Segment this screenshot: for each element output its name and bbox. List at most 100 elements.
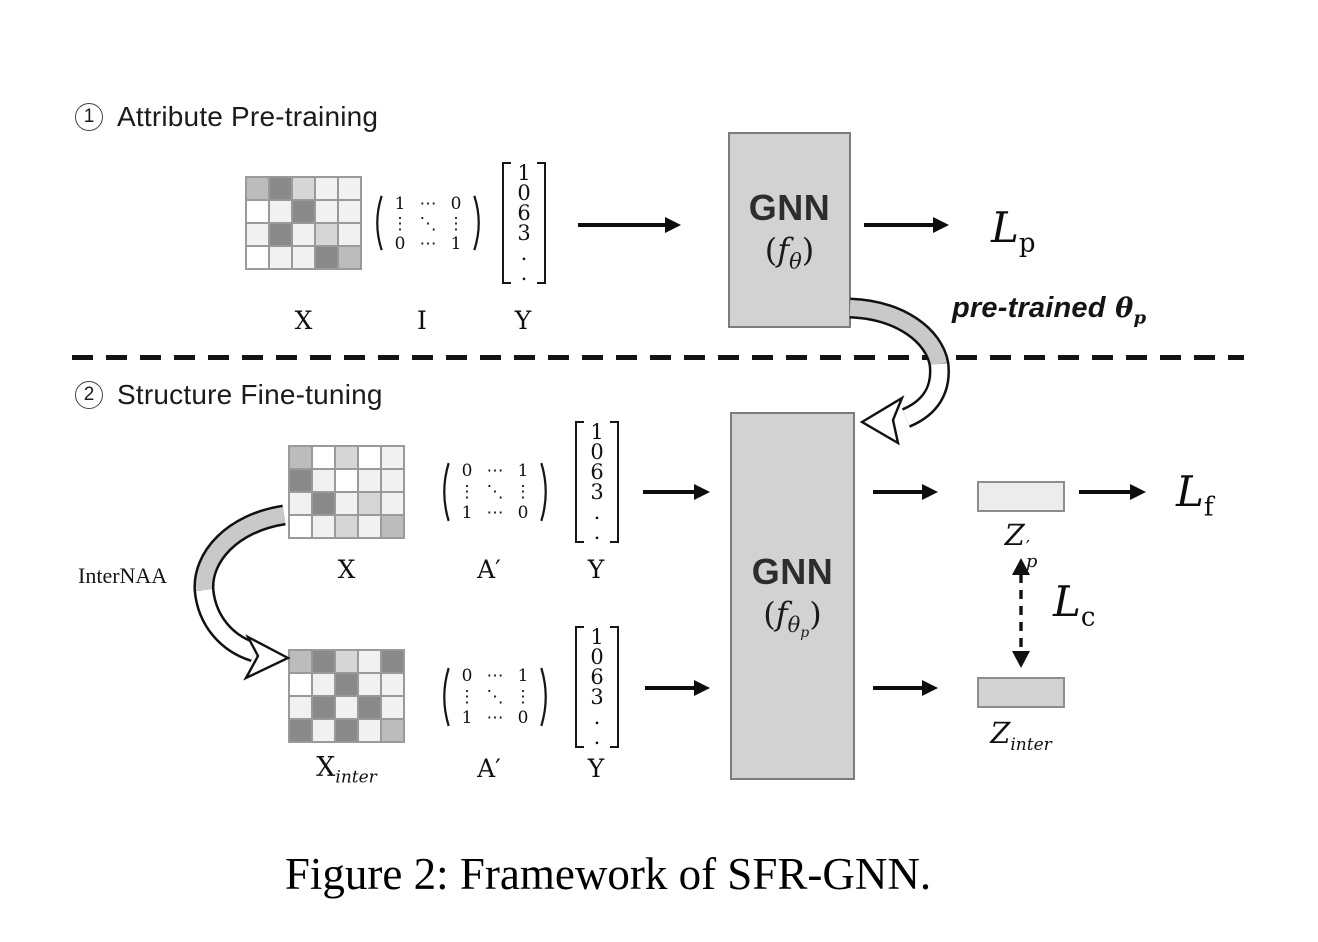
- label-y-finetune-2: Y: [587, 754, 605, 783]
- section-1-title: Attribute Pre-training: [117, 101, 379, 132]
- matrix-cell: [316, 201, 337, 222]
- label-y-finetune-1: Y: [587, 555, 605, 584]
- matrix-cell: [359, 674, 380, 695]
- matrix-cell: [293, 201, 314, 222]
- right-bracket-icon: [610, 626, 619, 748]
- arrow-input-finetune-1: [643, 490, 695, 494]
- matrix-cell: [247, 201, 268, 222]
- vector-entry: 0: [517, 180, 531, 205]
- matrix-cell: [382, 720, 403, 741]
- matrix-cell: [359, 651, 380, 672]
- matrix-cell: [336, 697, 357, 718]
- matrix-cell: [382, 493, 403, 514]
- matrix-cell: [336, 720, 357, 741]
- matrix-entry: ⋱: [419, 214, 437, 234]
- label-x-finetune: X: [337, 555, 356, 584]
- matrix-cell: [339, 224, 360, 245]
- matrix-entry: ⋮: [514, 481, 532, 502]
- gnn-formula-finetune: (fθp): [763, 594, 822, 642]
- matrix-cell: [247, 247, 268, 268]
- matrix-cell: [313, 470, 334, 491]
- matrix-cell: [290, 447, 311, 468]
- left-bracket-icon: [502, 162, 511, 284]
- section-2-badge: 2: [75, 381, 103, 409]
- matrix-cell: [382, 651, 403, 672]
- matrix-cell: [293, 178, 314, 199]
- right-paren-icon: [540, 462, 547, 522]
- matrix-entry: 0: [461, 666, 473, 687]
- matrix-cell: [336, 447, 357, 468]
- matrix-entry: 1: [394, 194, 406, 214]
- matrix-entry: ⋮: [447, 214, 465, 234]
- matrix-cell: [290, 651, 311, 672]
- matrix-entry: ⋯: [486, 502, 504, 523]
- matrix-cell: [316, 178, 337, 199]
- matrix-entry: 1: [517, 666, 529, 687]
- label-y-pretrain: Y: [514, 306, 532, 335]
- section-2-title: Structure Fine-tuning: [117, 379, 383, 410]
- gnn-box-finetune: GNN (fθp): [730, 412, 855, 780]
- loss-lf: Lf: [1176, 467, 1214, 523]
- matrix-entry: ⋱: [486, 481, 504, 502]
- label-zp: Z′p: [1004, 518, 1038, 573]
- left-paren-icon: [376, 195, 383, 251]
- matrix-cell: [382, 516, 403, 537]
- matrix-cell: [290, 674, 311, 695]
- matrix-entry: ⋯: [486, 666, 504, 687]
- matrix-cell: [270, 201, 291, 222]
- matrix-cell: [293, 247, 314, 268]
- vector-entry: 1: [590, 624, 604, 649]
- pretrained-label: pre-trained θp: [952, 292, 1147, 329]
- matrix-cell: [270, 247, 291, 268]
- vector-entry: 3: [517, 220, 531, 245]
- label-a-prime-1: A′: [477, 555, 501, 584]
- matrix-cell: [359, 697, 380, 718]
- loss-lc: Lc: [1053, 577, 1096, 633]
- internaa-arrow: [193, 504, 291, 681]
- matrix-cell: [313, 697, 334, 718]
- matrix-entry: 1: [517, 461, 529, 482]
- matrix-cell: [313, 674, 334, 695]
- right-paren-icon: [540, 667, 547, 727]
- section-divider: [72, 355, 1244, 360]
- matrix-cell: [336, 493, 357, 514]
- matrix-cell: [316, 224, 337, 245]
- matrix-cell: [270, 224, 291, 245]
- matrix-entry: ⋮: [458, 686, 476, 707]
- adjacency-matrix-2: 0⋯1⋮⋱⋮1⋯0: [438, 666, 547, 728]
- matrix-cell: [290, 720, 311, 741]
- arrow-output-finetune-1: [873, 490, 923, 494]
- vector-entry: 1: [590, 419, 604, 444]
- left-paren-icon: [443, 667, 450, 727]
- matrix-cell: [382, 447, 403, 468]
- vector-entry: 3: [590, 684, 604, 709]
- vector-entry: 6: [590, 664, 604, 689]
- matrix-cell: [359, 470, 380, 491]
- figure-caption: Figure 2: Framework of SFR-GNN.: [284, 849, 932, 899]
- right-bracket-icon: [537, 162, 546, 284]
- embedding-box-zp: [977, 481, 1065, 512]
- matrix-cell: [336, 470, 357, 491]
- matrix-cell: [339, 247, 360, 268]
- adjacency-matrix-1: 0⋯1⋮⋱⋮1⋯0: [438, 461, 547, 523]
- vector-entry: 6: [517, 200, 531, 225]
- matrix-cell: [293, 224, 314, 245]
- label-i: I: [417, 306, 427, 335]
- section-2-heading: 2 Structure Fine-tuning: [75, 379, 383, 411]
- matrix-entry: 0: [394, 234, 406, 254]
- matrix-entry: ⋯: [486, 707, 504, 728]
- matrix-entry: ⋯: [486, 461, 504, 482]
- matrix-entry: ⋮: [391, 214, 409, 234]
- matrix-cell: [290, 697, 311, 718]
- embedding-box-zinter: [977, 677, 1065, 708]
- matrix-entry: 0: [517, 707, 529, 728]
- matrix-cell: [270, 178, 291, 199]
- matrix-entry: 0: [461, 461, 473, 482]
- matrix-entry: 0: [450, 194, 462, 214]
- gnn-title-finetune: GNN: [751, 550, 834, 592]
- matrix-cell: [316, 247, 337, 268]
